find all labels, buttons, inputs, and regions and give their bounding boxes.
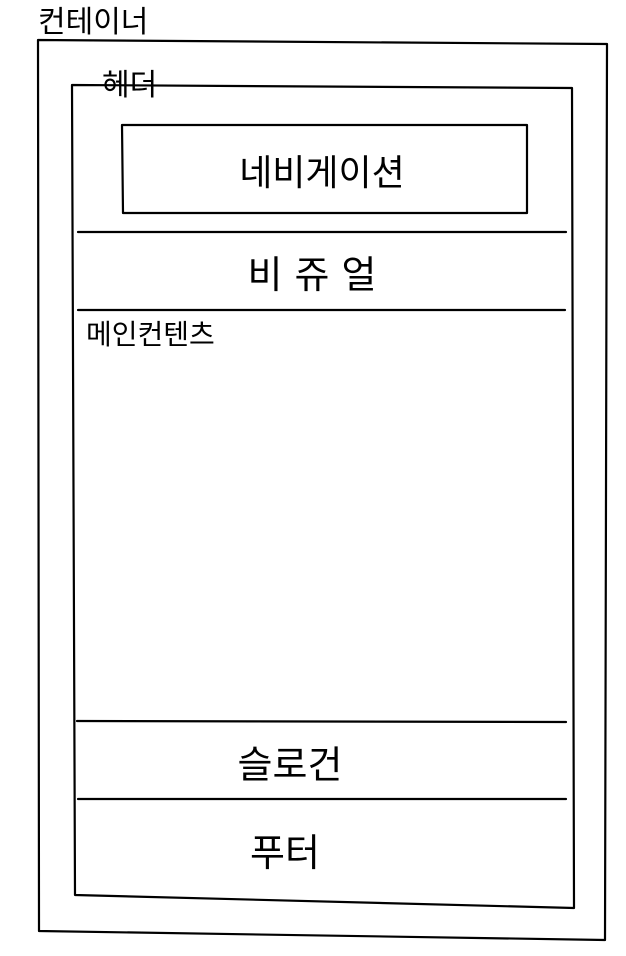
container-label: 컨테이너 [38, 5, 148, 40]
slogan-label: 슬로건 [238, 743, 343, 787]
footer-label: 푸터 [250, 831, 320, 875]
visual-label: 비 쥬 얼 [247, 253, 376, 297]
header-box [70, 83, 576, 910]
container-box [36, 38, 609, 942]
navigation-label: 네비게이션 [239, 153, 405, 194]
header-label: 헤더 [102, 68, 157, 103]
divider-main-slogan [75, 719, 568, 724]
navigation-box [120, 123, 529, 215]
main-content-label: 메인컨텐츠 [86, 318, 215, 351]
